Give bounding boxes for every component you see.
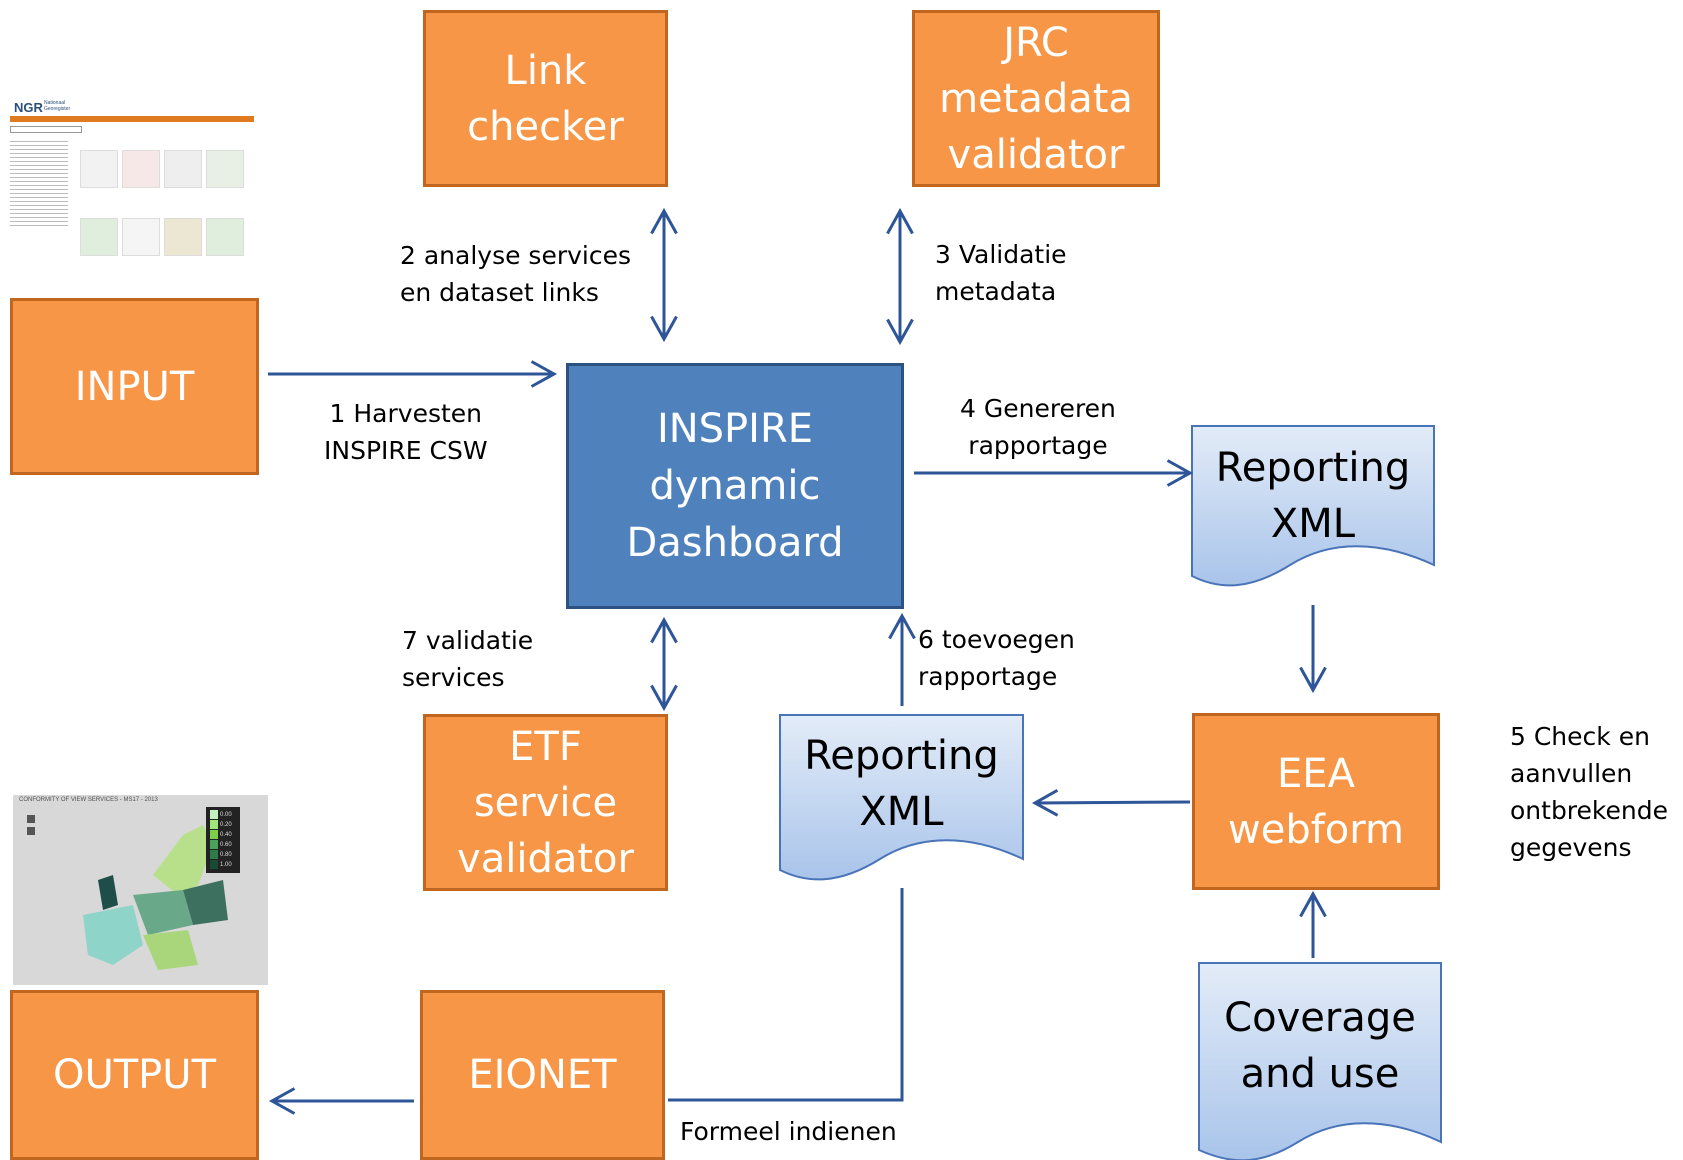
ngr-sidebar-text [10,138,68,228]
legend-value: 0.80 [220,852,232,858]
ngr-tile-6 [122,218,160,256]
zoom-out-icon [27,827,35,835]
step-7-label: 7 validatie services [402,626,534,692]
step-6-label: 6 toevoegen rapportage [918,625,1075,691]
reporting-xml-mid-label: Reporting XML [804,733,999,835]
arrow-eea-to-reporting-xml [1031,789,1191,817]
legend-value: 0.20 [220,822,232,828]
ngr-logo: NGR [14,100,43,115]
ngr-tile-4 [206,150,244,188]
input-box: INPUT [10,298,259,475]
coverage-use-label: Coverage and use [1224,995,1416,1097]
legend-value: 0.00 [220,812,232,818]
connector-reporting-xml-to-eionet [668,888,904,1102]
step-1-label: 1 Harvesten INSPIRE CSW [324,399,488,465]
ngr-website-thumbnail: NGR Nationaal Georegister [8,98,258,276]
link-checker-box: Link checker [423,10,668,187]
ngr-tile-1 [80,150,118,188]
etf-validator-box: ETF service validator [423,714,668,891]
step-4-label: 4 Genereren rapportage [960,394,1116,460]
legend-value: 1.00 [220,862,232,868]
map-region-south [143,930,198,970]
step-3-label: 3 Validatie metadata [935,240,1067,306]
dashboard-box: INSPIRE dynamic Dashboard [566,363,904,609]
eionet-box: EIONET [420,990,665,1160]
ngr-tile-2 [122,150,160,188]
map-title: CONFORMITY OF VIEW SERVICES - MS17 - 201… [19,797,158,803]
map-region-central [133,890,193,935]
ngr-tile-7 [164,218,202,256]
reporting-xml-top-shape [1191,425,1435,587]
map-region-scandinavia [153,825,213,895]
legend-value: 0.60 [220,842,232,848]
europe-map [83,825,228,970]
output-box: OUTPUT [10,990,259,1160]
coverage-use-shape [1198,962,1442,1160]
ngr-search-bar [10,126,82,133]
ngr-logo-sub: Nationaal Georegister [44,100,71,112]
jrc-validator-box: JRC metadata validator [912,10,1160,187]
step-5-label: 5 Check en aanvullen ontbrekende gegeven… [1510,722,1668,862]
legend-value: 0.40 [220,832,232,838]
formal-submit-label: Formeel indienen [680,1117,897,1146]
ngr-tile-8 [206,218,244,256]
reporting-xml-mid-shape [779,714,1024,881]
map-region-east [183,880,228,925]
ngr-tile-5 [80,218,118,256]
conformity-map-thumbnail: CONFORMITY OF VIEW SERVICES - MS17 - 201… [13,795,268,985]
ngr-nav-bar [10,116,254,122]
map-legend: 0.00 0.20 0.40 0.60 0.80 1.00 [206,807,240,873]
step-2-label: 2 analyse services en dataset links [400,241,632,307]
ngr-tile-3 [164,150,202,188]
map-region-west [83,905,143,965]
map-region-uk [98,875,118,910]
reporting-xml-top-label: Reporting XML [1215,445,1411,547]
zoom-in-icon [27,815,35,823]
eea-webform-box: EEA webform [1192,713,1440,890]
